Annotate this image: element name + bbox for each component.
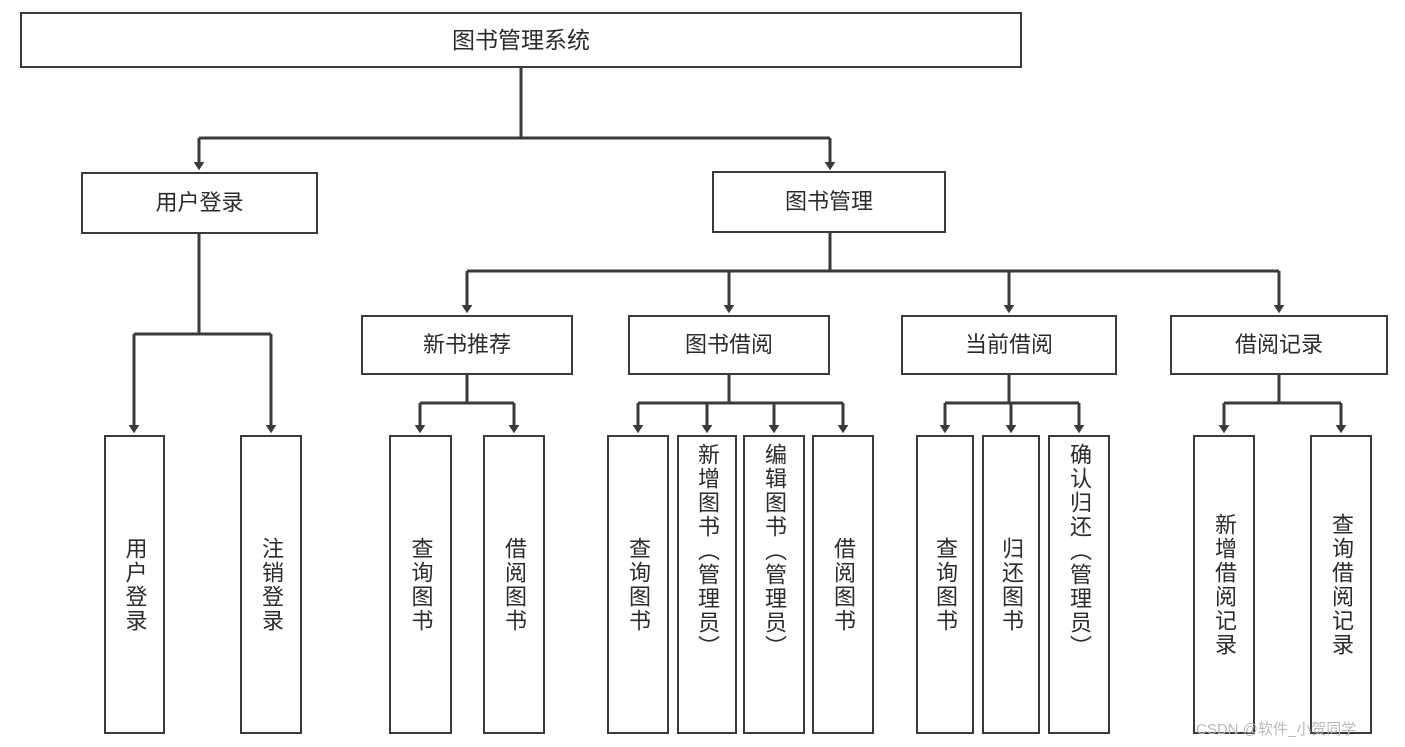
node-new-book-rec[interactable]: 新书推荐	[361, 315, 573, 375]
node-user-login-label: 用户登录	[155, 190, 244, 216]
node-leaf-add-record[interactable]: 新增借阅记录	[1193, 435, 1255, 734]
node-leaf-borrow-book-1-label: 借阅图书	[502, 536, 527, 633]
node-borrow-record[interactable]: 借阅记录	[1170, 315, 1388, 375]
node-leaf-query-record[interactable]: 查询借阅记录	[1310, 435, 1372, 734]
node-leaf-edit-book[interactable]: 编辑图书（管理员）	[743, 435, 805, 734]
node-new-book-rec-label: 新书推荐	[422, 332, 511, 358]
node-leaf-add-record-label: 新增借阅记录	[1212, 512, 1237, 657]
node-leaf-query-book-1-label: 查询图书	[408, 536, 434, 633]
node-leaf-borrow-book-2-label: 借阅图书	[831, 536, 856, 633]
node-borrow-record-label: 借阅记录	[1234, 332, 1323, 358]
node-book-manage-label: 图书管理	[784, 189, 873, 215]
node-leaf-query-record-label: 查询借阅记录	[1329, 512, 1354, 657]
node-leaf-borrow-book-2[interactable]: 借阅图书	[812, 435, 874, 734]
node-leaf-add-book-label: 新增图书（管理员）	[695, 443, 720, 659]
node-book-manage[interactable]: 图书管理	[712, 171, 946, 233]
node-root[interactable]: 图书管理系统	[20, 12, 1022, 68]
node-leaf-query-book-2-label: 查询图书	[626, 536, 651, 633]
node-leaf-query-book-3[interactable]: 查询图书	[916, 435, 974, 734]
node-leaf-add-book[interactable]: 新增图书（管理员）	[677, 435, 737, 734]
node-leaf-return-book[interactable]: 归还图书	[982, 435, 1040, 734]
node-leaf-user-login-label: 用户登录	[122, 536, 148, 633]
node-leaf-confirm-return[interactable]: 确认归还（管理员）	[1048, 435, 1110, 734]
node-leaf-query-book-3-label: 查询图书	[933, 536, 958, 633]
node-leaf-borrow-book-1[interactable]: 借阅图书	[483, 435, 545, 734]
node-user-login[interactable]: 用户登录	[81, 172, 318, 234]
node-leaf-confirm-return-label: 确认归还（管理员）	[1067, 443, 1092, 659]
node-current-borrow[interactable]: 当前借阅	[901, 315, 1117, 375]
node-leaf-query-book-2[interactable]: 查询图书	[607, 435, 669, 734]
node-book-borrow-label: 图书借阅	[684, 332, 773, 358]
node-root-label: 图书管理系统	[452, 26, 590, 53]
node-leaf-return-book-label: 归还图书	[999, 536, 1024, 633]
node-leaf-user-logout[interactable]: 注销登录	[240, 435, 302, 734]
node-leaf-edit-book-label: 编辑图书（管理员）	[762, 443, 787, 659]
node-leaf-query-book-1[interactable]: 查询图书	[389, 435, 452, 734]
node-leaf-user-login[interactable]: 用户登录	[104, 435, 165, 734]
node-leaf-user-logout-label: 注销登录	[259, 536, 284, 633]
node-current-borrow-label: 当前借阅	[964, 332, 1053, 358]
node-book-borrow[interactable]: 图书借阅	[628, 315, 830, 375]
